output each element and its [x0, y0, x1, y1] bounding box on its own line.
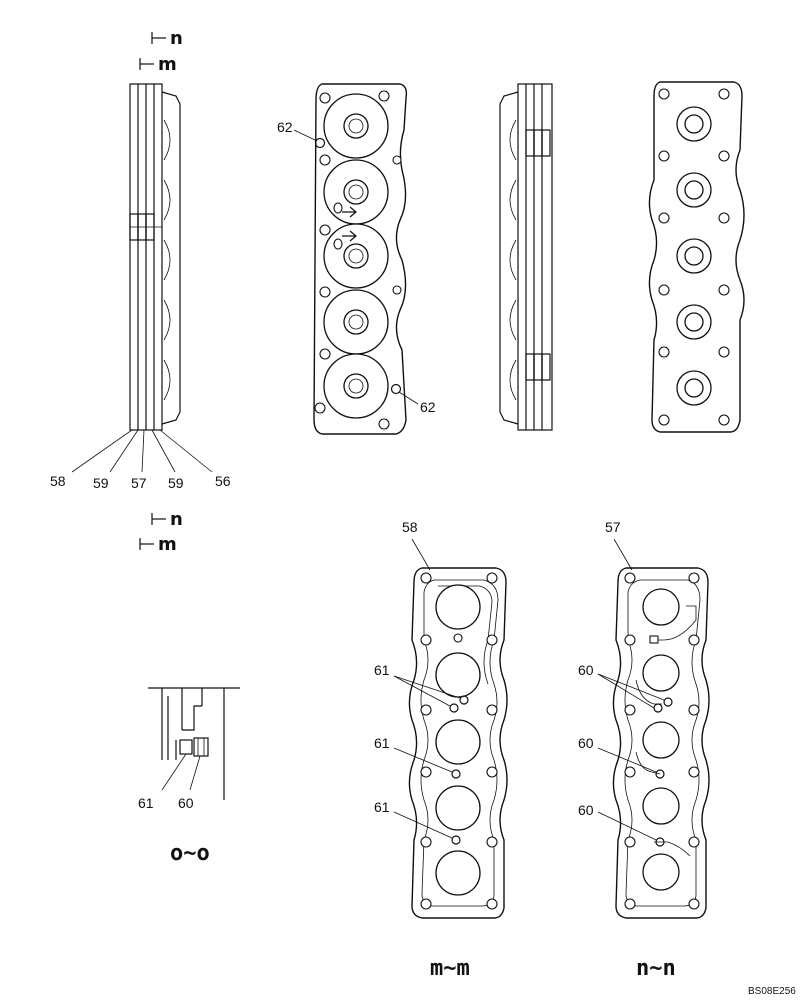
back-port-4 [676, 304, 712, 340]
marker-label: n [170, 509, 183, 530]
section-marker-m-mid: m [139, 534, 177, 555]
section-label-n: n~n [636, 956, 676, 981]
drawing-code: BS08E256 [748, 986, 796, 997]
callout-58-gasket: 58 [402, 519, 418, 535]
port-1 [323, 93, 389, 159]
marker-label: m [158, 54, 177, 75]
callout-59: 59 [168, 475, 184, 491]
back-port-3 [676, 238, 712, 274]
section-marker-m-top: m [139, 54, 177, 75]
callout-58: 58 [50, 473, 66, 489]
port-2 [323, 159, 389, 225]
callout-60-c: 60 [578, 802, 594, 818]
section-marker-n-top: n [151, 28, 183, 49]
callout-61-b: 61 [374, 735, 390, 751]
callout-60-b: 60 [578, 735, 594, 751]
back-port-1 [676, 106, 712, 142]
callout-60-detail: 60 [178, 795, 194, 811]
gasket-n-plate [612, 567, 710, 919]
back-port-2 [676, 172, 712, 208]
section-marker-n-mid: n [151, 509, 183, 530]
callout-62-upper: 62 [277, 119, 293, 135]
back-view-plate [648, 81, 745, 433]
port-4 [323, 289, 389, 355]
callout-57-gasket: 57 [605, 519, 621, 535]
section-label-o: o~o [170, 841, 210, 866]
callout-62-lower: 62 [420, 399, 436, 415]
gasket-m-plate [408, 567, 508, 919]
side-view-right [499, 83, 553, 431]
callout-61-c: 61 [374, 799, 390, 815]
side-view-stack [129, 83, 181, 431]
marker-label: m [158, 534, 177, 555]
side-view-leaders [71, 429, 213, 473]
callout-60-a: 60 [578, 662, 594, 678]
port-5 [323, 353, 389, 419]
back-port-5 [676, 370, 712, 406]
detail-view [148, 687, 240, 800]
section-label-m: m~m [430, 956, 470, 981]
marker-label: n [170, 28, 183, 49]
front-view-plate [313, 83, 408, 435]
callout-57: 57 [131, 475, 147, 491]
port-3 [323, 223, 389, 289]
callout-59: 59 [93, 475, 109, 491]
callout-61-detail: 61 [138, 795, 154, 811]
callout-61-a: 61 [374, 662, 390, 678]
callout-56: 56 [215, 473, 231, 489]
